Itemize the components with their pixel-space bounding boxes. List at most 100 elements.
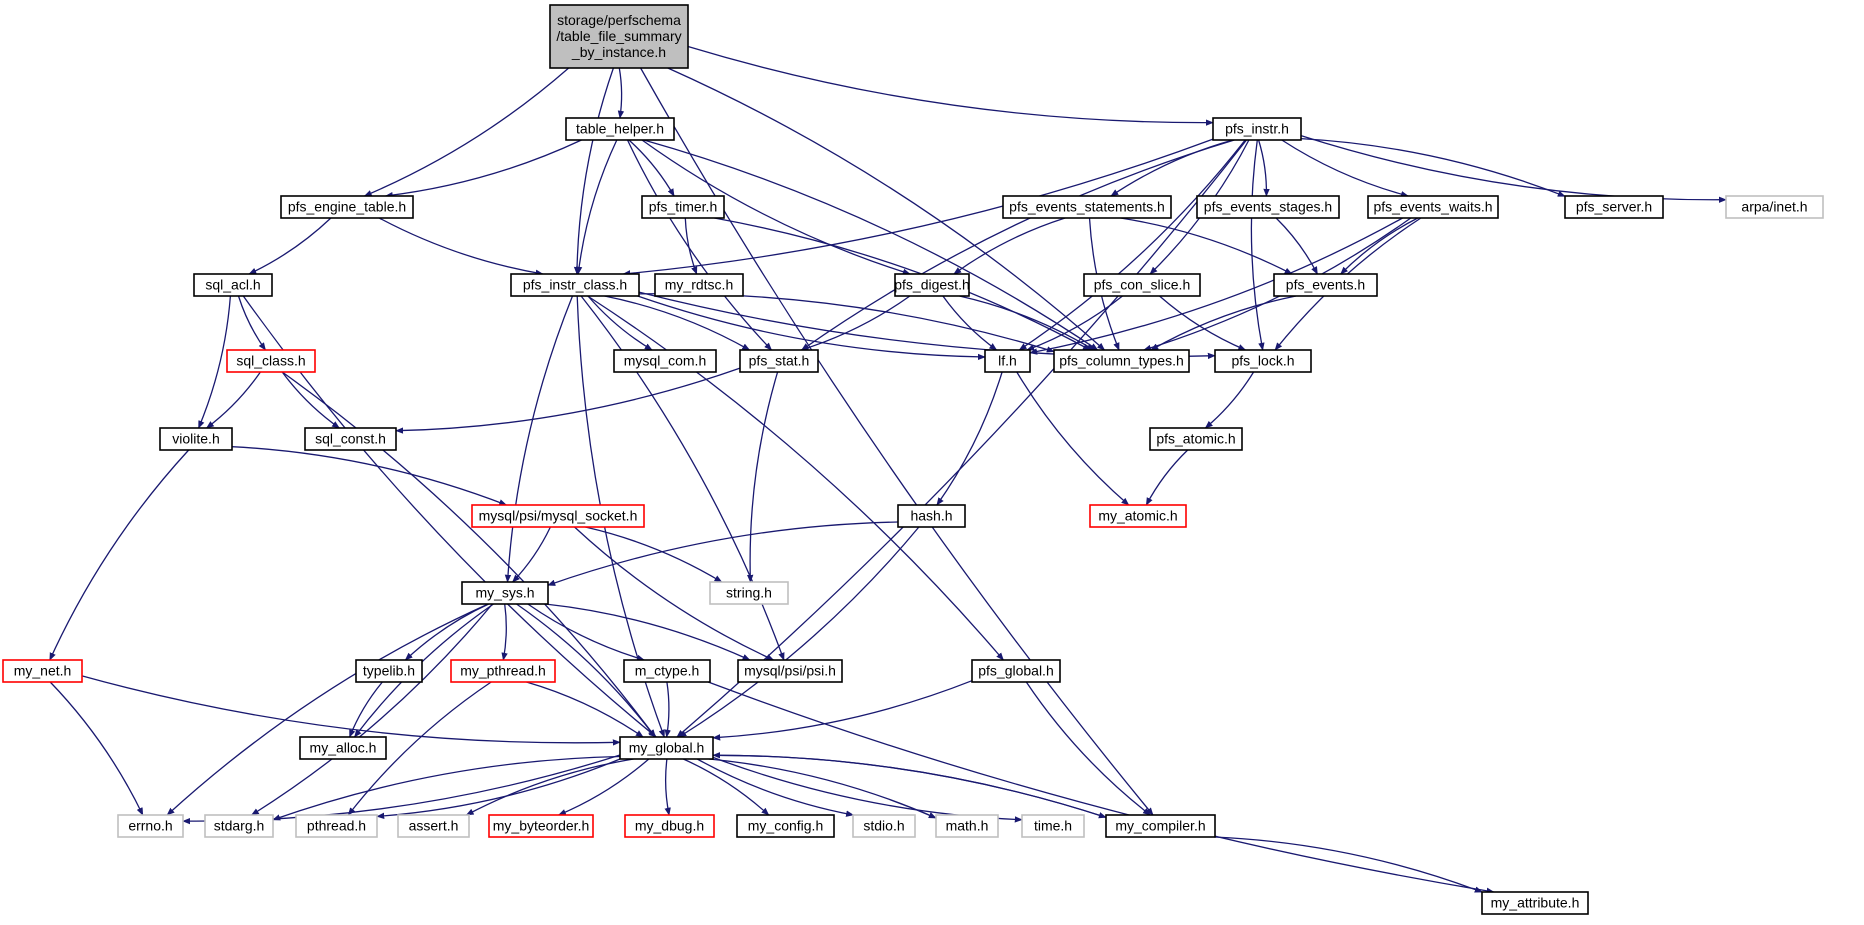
node-box[interactable] (894, 273, 970, 297)
node-box[interactable] (619, 736, 714, 760)
node-box[interactable] (1481, 891, 1589, 915)
node-pfs-instr-class[interactable]: pfs_instr_class.h (510, 273, 640, 297)
node-box[interactable] (736, 814, 835, 838)
node-my-pthread[interactable]: my_pthread.h (450, 659, 556, 683)
node-my-net[interactable]: my_net.h (2, 659, 83, 683)
node-string[interactable]: string.h (709, 581, 789, 605)
node-box[interactable] (971, 659, 1061, 683)
node-box[interactable] (488, 814, 594, 838)
node-my-alloc[interactable]: my_alloc.h (299, 736, 387, 760)
node-my-compiler[interactable]: my_compiler.h (1105, 814, 1216, 838)
node-box[interactable] (1149, 427, 1243, 451)
node-box[interactable] (641, 195, 725, 219)
node-sql-acl[interactable]: sql_acl.h (193, 273, 273, 297)
node-my-sys[interactable]: my_sys.h (461, 581, 549, 605)
node-box[interactable] (1021, 814, 1085, 838)
node-pfs-events-stages[interactable]: pfs_events_stages.h (1196, 195, 1340, 219)
node-box[interactable] (549, 4, 689, 69)
node-time[interactable]: time.h (1021, 814, 1085, 838)
node-box[interactable] (471, 504, 645, 528)
node-pfs-instr[interactable]: pfs_instr.h (1212, 117, 1302, 141)
node-box[interactable] (510, 273, 640, 297)
node-pthread[interactable]: pthread.h (295, 814, 378, 838)
node-box[interactable] (1212, 117, 1302, 141)
node-box[interactable] (623, 659, 711, 683)
node-my-byteorder[interactable]: my_byteorder.h (488, 814, 594, 838)
node-typelib[interactable]: typelib.h (355, 659, 423, 683)
node-stdarg[interactable]: stdarg.h (204, 814, 274, 838)
node-box[interactable] (624, 814, 715, 838)
node-box[interactable] (226, 349, 316, 373)
node-box[interactable] (295, 814, 378, 838)
node-box[interactable] (709, 581, 789, 605)
node-box[interactable] (1367, 195, 1499, 219)
node-box[interactable] (935, 814, 999, 838)
node-errno[interactable]: errno.h (117, 814, 184, 838)
node-box[interactable] (204, 814, 274, 838)
node-pfs-lock[interactable]: pfs_lock.h (1214, 349, 1312, 373)
node-box[interactable] (193, 273, 273, 297)
node-my-rdtsc[interactable]: my_rdtsc.h (654, 273, 744, 297)
node-box[interactable] (565, 117, 675, 141)
node-box[interactable] (1053, 349, 1190, 373)
node-box[interactable] (654, 273, 744, 297)
node-pfs-events-statements[interactable]: pfs_events_statements.h (1002, 195, 1172, 219)
node-sql-class[interactable]: sql_class.h (226, 349, 316, 373)
node-box[interactable] (304, 427, 397, 451)
node-box[interactable] (117, 814, 184, 838)
node-pfs-stat[interactable]: pfs_stat.h (739, 349, 819, 373)
node-box[interactable] (1002, 195, 1172, 219)
node-box[interactable] (280, 195, 414, 219)
node-box[interactable] (1196, 195, 1340, 219)
node-assert[interactable]: assert.h (397, 814, 470, 838)
node-box[interactable] (355, 659, 423, 683)
node-stdio[interactable]: stdio.h (852, 814, 916, 838)
node-box[interactable] (613, 349, 717, 373)
node-violite[interactable]: violite.h (159, 427, 233, 451)
node-mysql-socket[interactable]: mysql/psi/mysql_socket.h (471, 504, 645, 528)
node-mysql-com[interactable]: mysql_com.h (613, 349, 717, 373)
node-box[interactable] (299, 736, 387, 760)
node-box[interactable] (1273, 273, 1378, 297)
node-box[interactable] (1083, 273, 1201, 297)
node-pfs-events-waits[interactable]: pfs_events_waits.h (1367, 195, 1499, 219)
node-table-helper[interactable]: table_helper.h (565, 117, 675, 141)
node-math[interactable]: math.h (935, 814, 999, 838)
node-box[interactable] (1105, 814, 1216, 838)
node-my-attribute[interactable]: my_attribute.h (1481, 891, 1589, 915)
node-box[interactable] (1725, 195, 1824, 219)
node-sql-const[interactable]: sql_const.h (304, 427, 397, 451)
node-pfs-column-types[interactable]: pfs_column_types.h (1053, 349, 1190, 373)
node-pfs-engine-table[interactable]: pfs_engine_table.h (280, 195, 414, 219)
node-box[interactable] (852, 814, 916, 838)
node-box[interactable] (984, 349, 1031, 373)
node-my-atomic[interactable]: my_atomic.h (1089, 504, 1187, 528)
node-root[interactable]: storage/perfschema/table_file_summary_by… (549, 4, 689, 69)
node-pfs-digest[interactable]: pfs_digest.h (894, 273, 970, 297)
node-box[interactable] (1564, 195, 1664, 219)
node-box[interactable] (461, 581, 549, 605)
node-m-ctype[interactable]: m_ctype.h (623, 659, 711, 683)
node-box[interactable] (897, 504, 966, 528)
node-pfs-con-slice[interactable]: pfs_con_slice.h (1083, 273, 1201, 297)
node-pfs-timer[interactable]: pfs_timer.h (641, 195, 725, 219)
node-my-global[interactable]: my_global.h (619, 736, 714, 760)
node-box[interactable] (1089, 504, 1187, 528)
node-box[interactable] (2, 659, 83, 683)
node-psi[interactable]: mysql/psi/psi.h (737, 659, 843, 683)
node-arpa-inet[interactable]: arpa/inet.h (1725, 195, 1824, 219)
node-hash[interactable]: hash.h (897, 504, 966, 528)
node-pfs-server[interactable]: pfs_server.h (1564, 195, 1664, 219)
node-pfs-global[interactable]: pfs_global.h (971, 659, 1061, 683)
node-pfs-events[interactable]: pfs_events.h (1273, 273, 1378, 297)
node-box[interactable] (397, 814, 470, 838)
node-pfs-atomic[interactable]: pfs_atomic.h (1149, 427, 1243, 451)
node-lf[interactable]: lf.h (984, 349, 1031, 373)
node-my-dbug[interactable]: my_dbug.h (624, 814, 715, 838)
node-box[interactable] (1214, 349, 1312, 373)
node-box[interactable] (739, 349, 819, 373)
node-box[interactable] (159, 427, 233, 451)
node-my-config[interactable]: my_config.h (736, 814, 835, 838)
node-box[interactable] (737, 659, 843, 683)
node-box[interactable] (450, 659, 556, 683)
